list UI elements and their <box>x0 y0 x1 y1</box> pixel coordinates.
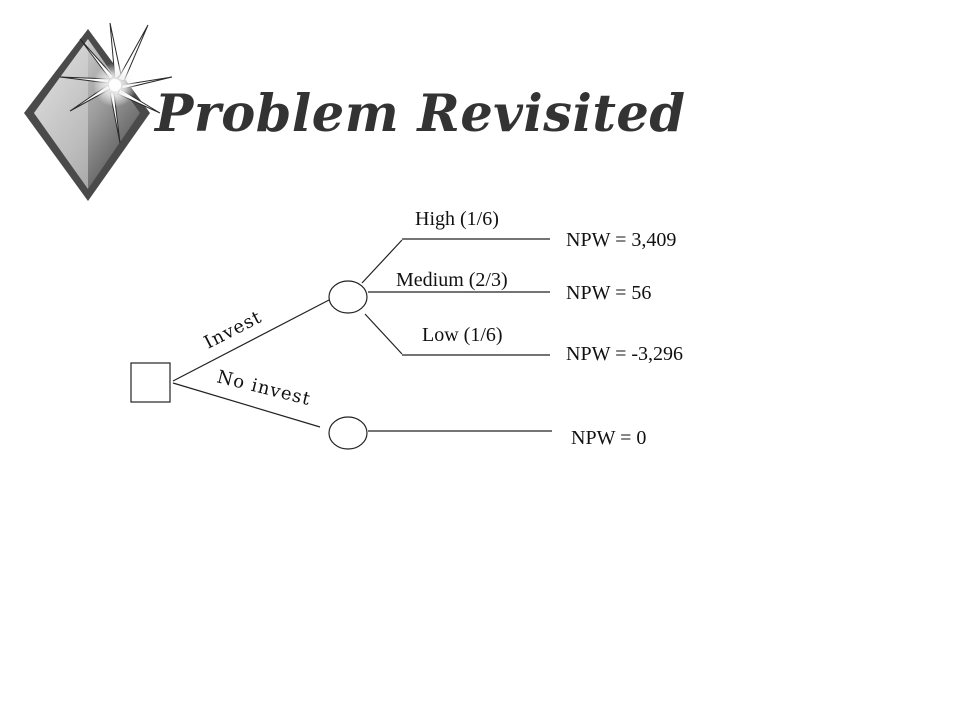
outcome-label-high: High (1/6) <box>415 208 499 230</box>
npw-high: NPW = 3,409 <box>566 229 676 251</box>
npw-no-invest: NPW = 0 <box>571 427 646 449</box>
chance-circle-icon <box>328 416 368 450</box>
low-branch-line <box>364 313 403 355</box>
no-invest-branch-line <box>172 382 321 428</box>
outcome-label-medium: Medium (2/3) <box>396 269 508 291</box>
no-invest-branch-label: No invest <box>215 366 313 410</box>
slide-title: Problem Revisited <box>155 84 686 144</box>
npw-low: NPW = -3,296 <box>566 343 683 365</box>
high-branch-line <box>361 239 403 284</box>
invest-branch-line <box>172 299 330 382</box>
diamond-star-bullet-icon <box>24 22 173 201</box>
outcome-label-low: Low (1/6) <box>422 324 503 346</box>
npw-medium: NPW = 56 <box>566 282 651 304</box>
decision-square-icon <box>130 362 171 403</box>
chance-circle-icon <box>328 280 368 314</box>
invest-branch-label: Invest <box>201 307 266 354</box>
